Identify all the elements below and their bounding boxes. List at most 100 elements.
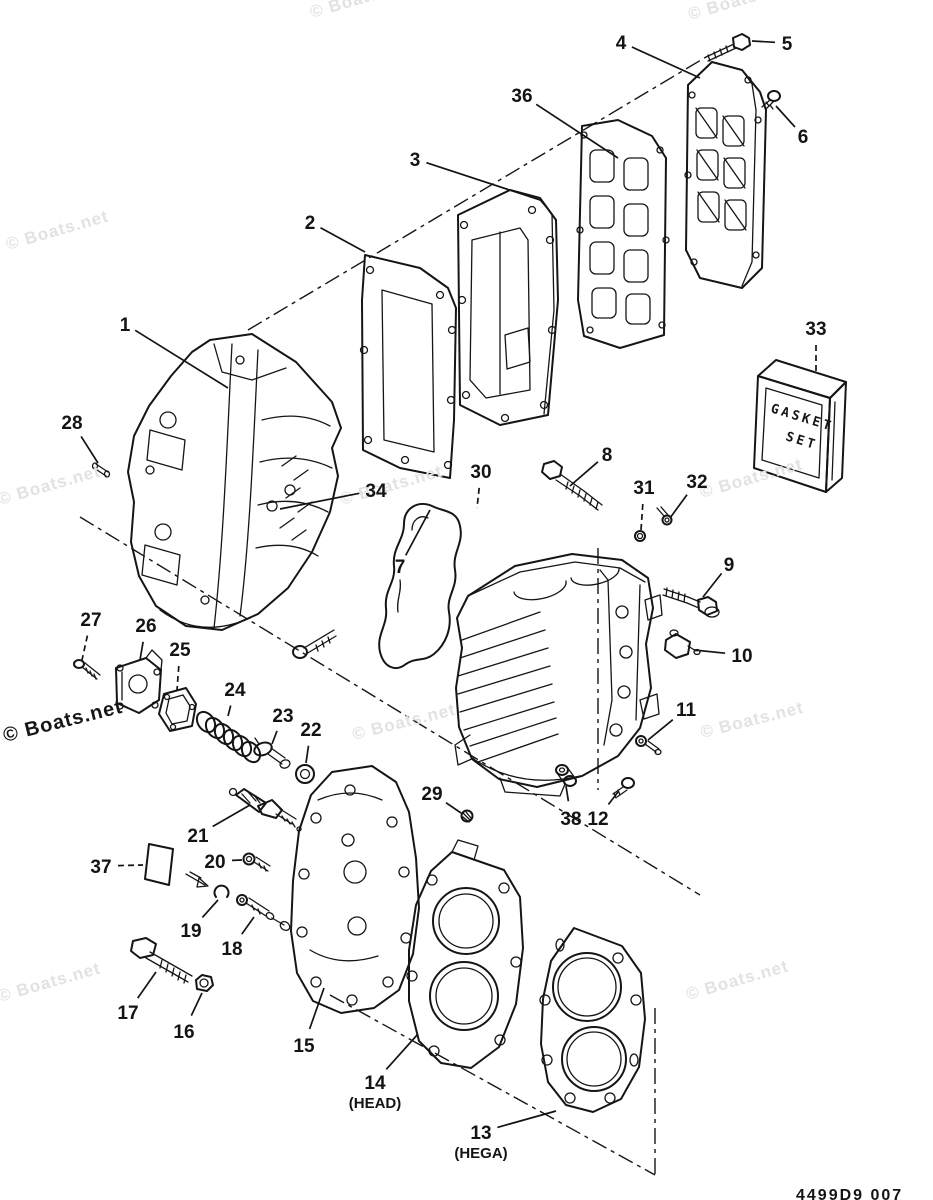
leader-line: [80, 435, 99, 464]
callout-sublabel: (HEAD): [349, 1095, 402, 1112]
callout-number: 20: [204, 852, 225, 873]
callout-22: 22: [300, 720, 322, 764]
screw-part-32: [656, 506, 673, 526]
callout-33: 33: [805, 319, 827, 372]
bolt-part-5: [705, 33, 751, 62]
leader-line: [385, 1033, 419, 1070]
assembly-axis-lines: [79, 56, 707, 1178]
callout-31: 31: [633, 478, 655, 531]
gasket-plate-part-36: [576, 119, 670, 349]
nut-part-31: [634, 530, 646, 542]
watermark: © Boats.net: [698, 454, 805, 501]
leader-line: [569, 461, 599, 487]
watermark: © Boats.net: [698, 698, 805, 742]
callout-27: 27: [80, 610, 102, 661]
callout-29: 29: [421, 784, 462, 814]
bolt-part-17: [130, 937, 193, 984]
callout-32: 32: [669, 472, 708, 519]
leader-line: [176, 665, 180, 691]
callout-number: 28: [61, 413, 82, 434]
callout-number: 31: [633, 478, 655, 499]
callout-14: 14(HEAD): [349, 1033, 419, 1112]
leader-line: [117, 864, 144, 867]
callout-30: 30: [470, 462, 492, 509]
leader-line: [565, 785, 570, 802]
callout-number: 12: [587, 809, 608, 830]
callout-number: 8: [602, 445, 613, 466]
leader-line: [308, 987, 325, 1030]
nut-part-16: [195, 974, 214, 992]
callout-2: 2: [305, 213, 366, 253]
callout-number: 25: [169, 640, 191, 661]
gasket-box-line2: SET: [784, 429, 819, 453]
adapter-plate-part-3: [457, 189, 559, 426]
gasket-box-line1: GASKET: [769, 401, 836, 434]
callout-18: 18: [221, 916, 255, 960]
watermark: © Boats.net: [4, 206, 111, 253]
callout-number: 1: [120, 315, 131, 336]
watermark: © Boats.net: [684, 956, 791, 1003]
crankcase-part-1: [127, 333, 342, 631]
leader-line: [320, 226, 366, 253]
callout-25: 25: [169, 640, 191, 691]
cylinder-block: [454, 553, 663, 797]
screw-part-18: [236, 894, 291, 932]
callout-20: 20: [204, 852, 243, 873]
callout-number: 21: [187, 826, 209, 847]
watermark: © Boats.net: [338, 461, 445, 508]
leader-line: [607, 791, 619, 806]
leader-line: [212, 804, 251, 828]
leader-line: [305, 745, 310, 764]
callout-7: 7: [395, 509, 431, 578]
callout-23: 23: [271, 706, 294, 745]
leader-line: [775, 105, 796, 128]
bushing-part-38: [555, 764, 577, 787]
callout-number: 6: [798, 127, 809, 148]
leader-line: [227, 705, 232, 717]
callout-21: 21: [187, 804, 251, 847]
leader-line: [476, 487, 481, 509]
leader-line: [190, 992, 203, 1016]
screw-part-27: [73, 659, 101, 680]
callout-number: 3: [410, 150, 421, 171]
leader-line: [134, 329, 229, 389]
watermark: © Boats.net: [308, 0, 415, 22]
callout-number: 9: [724, 555, 735, 576]
pin-part-28: [91, 462, 111, 478]
screw-part-20: [242, 852, 271, 872]
callout-number: 14: [364, 1073, 386, 1094]
callout-number: 7: [395, 557, 406, 578]
reed-plate-part-4: [684, 61, 767, 289]
o-ring-part-22: [295, 764, 315, 784]
callout-28: 28: [61, 413, 99, 464]
callout-16: 16: [173, 992, 203, 1043]
leader-line: [81, 635, 89, 661]
leader-line: [445, 801, 462, 814]
callout-15: 15: [293, 987, 325, 1057]
callout-12: 12: [587, 791, 619, 830]
fitting-part-10: [664, 629, 701, 659]
callout-number: 19: [180, 921, 201, 942]
callout-number: 2: [305, 213, 316, 234]
leader-line: [426, 161, 541, 201]
leader-line: [279, 492, 360, 510]
callout-number: 27: [80, 610, 101, 631]
callout-number: 16: [173, 1022, 194, 1043]
through-bolt: [292, 629, 337, 659]
watermark: © Boats.net: [686, 0, 793, 24]
bolt-part-9: [662, 587, 720, 618]
callout-6: 6: [775, 105, 809, 148]
callout-number: 33: [805, 319, 826, 340]
callout-sublabel: (HEGA): [454, 1145, 507, 1162]
callout-number: 4: [616, 33, 627, 54]
callout-13: 13(HEGA): [454, 1110, 557, 1162]
callout-26: 26: [135, 616, 157, 661]
callout-number: 26: [135, 616, 156, 637]
plate-part-37: [144, 843, 174, 886]
callout-10: 10: [693, 646, 753, 667]
spring-part-24: [195, 710, 262, 764]
callout-4: 4: [616, 33, 701, 79]
callout-number: 13: [470, 1123, 491, 1144]
valve-part-23: [253, 737, 291, 769]
